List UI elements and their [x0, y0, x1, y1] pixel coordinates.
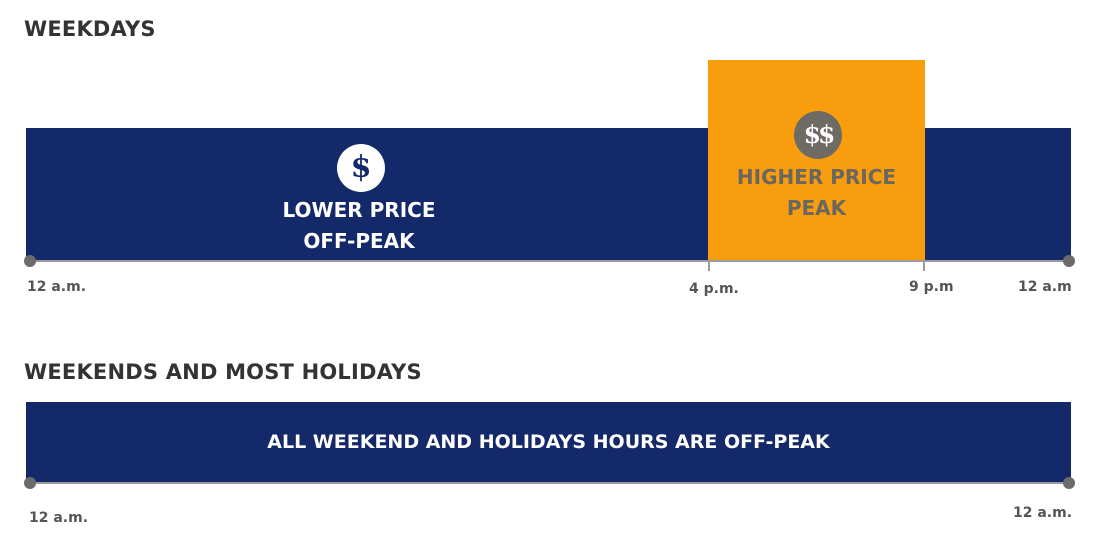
tick-mark-4pm: [708, 261, 710, 271]
weekend-off-peak-bar: [26, 402, 1071, 483]
weekend-message: ALL WEEKEND AND HOLIDAYS HOURS ARE OFF-P…: [267, 431, 830, 453]
peak-label: HIGHER PRICE PEAK: [708, 162, 925, 224]
weekday-peak-block: [708, 60, 925, 261]
weekday-axis-end-dot: [1063, 255, 1075, 267]
weekend-axis-start-dot: [24, 477, 36, 489]
weekday-tick-4pm: 4 p.m.: [689, 281, 739, 297]
weekend-tick-end: 12 a.m.: [1013, 505, 1073, 521]
peak-label-line1: HIGHER PRICE: [736, 165, 897, 189]
weekday-axis-start-dot: [24, 255, 36, 267]
weekend-axis-end-dot: [1063, 477, 1075, 489]
weekday-tick-end: 12 a.m: [1018, 279, 1072, 295]
weekend-tick-start: 12 a.m.: [29, 510, 89, 526]
double-dollar-coin-icon: $$: [794, 111, 842, 159]
off-peak-label-line2: OFF-PEAK: [303, 229, 415, 253]
weekday-tick-9pm: 9 p.m: [909, 279, 954, 295]
peak-label-line2: PEAK: [786, 196, 847, 220]
dollar-coin-icon: $: [337, 144, 385, 192]
weekday-tick-start: 12 a.m.: [27, 279, 87, 295]
off-peak-label: LOWER PRICE OFF-PEAK: [239, 195, 479, 257]
off-peak-label-line1: LOWER PRICE: [282, 198, 436, 222]
weekend-timeline-axis: [30, 482, 1069, 484]
weekends-title: WEEKENDS AND MOST HOLIDAYS: [24, 360, 422, 384]
weekday-timeline-axis: [30, 260, 1069, 262]
weekdays-title: WEEKDAYS: [24, 17, 156, 41]
tick-mark-9pm: [923, 261, 925, 271]
